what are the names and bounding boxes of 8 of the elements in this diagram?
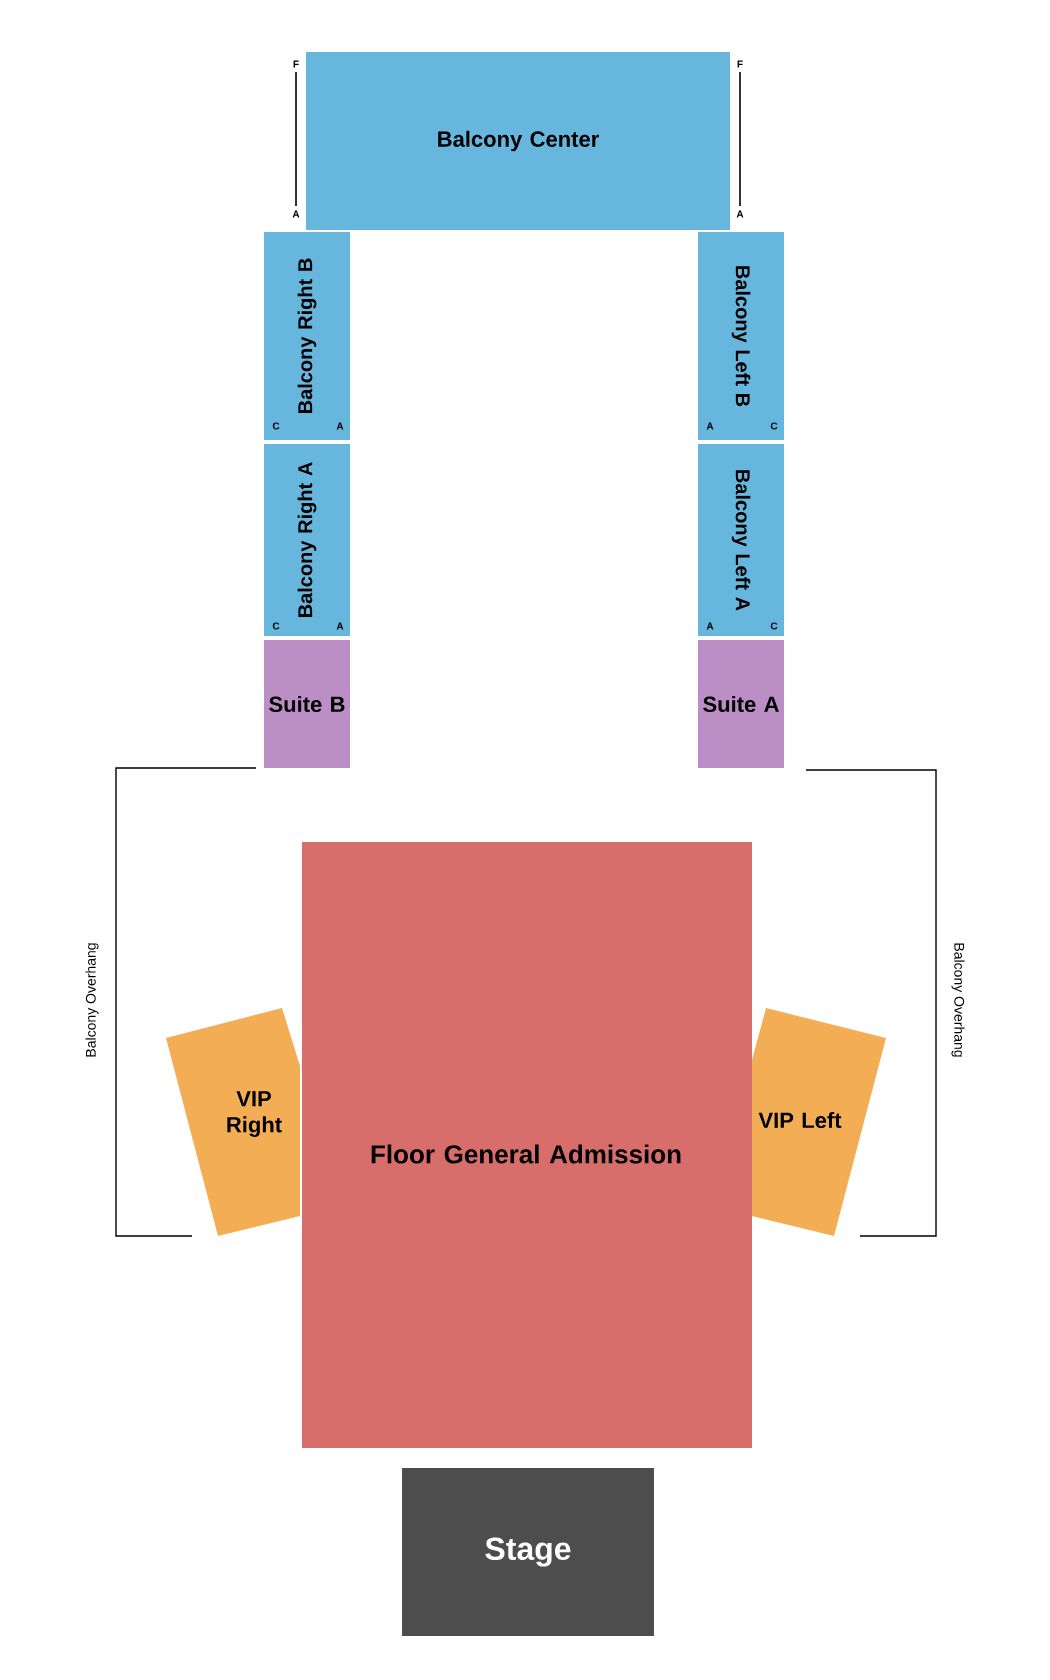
seating-section: Suite A [698, 640, 784, 768]
seating-section: Suite B [264, 640, 350, 768]
seating-section: VIP Right [166, 1008, 300, 1236]
seating-section: Floor General Admission [302, 842, 752, 1448]
seating-section: Stage [402, 1468, 654, 1636]
seating-section: Balcony Center [306, 52, 730, 230]
node-label: Balcony Right B [297, 258, 317, 413]
seating-section: VIP Left [752, 1008, 886, 1236]
